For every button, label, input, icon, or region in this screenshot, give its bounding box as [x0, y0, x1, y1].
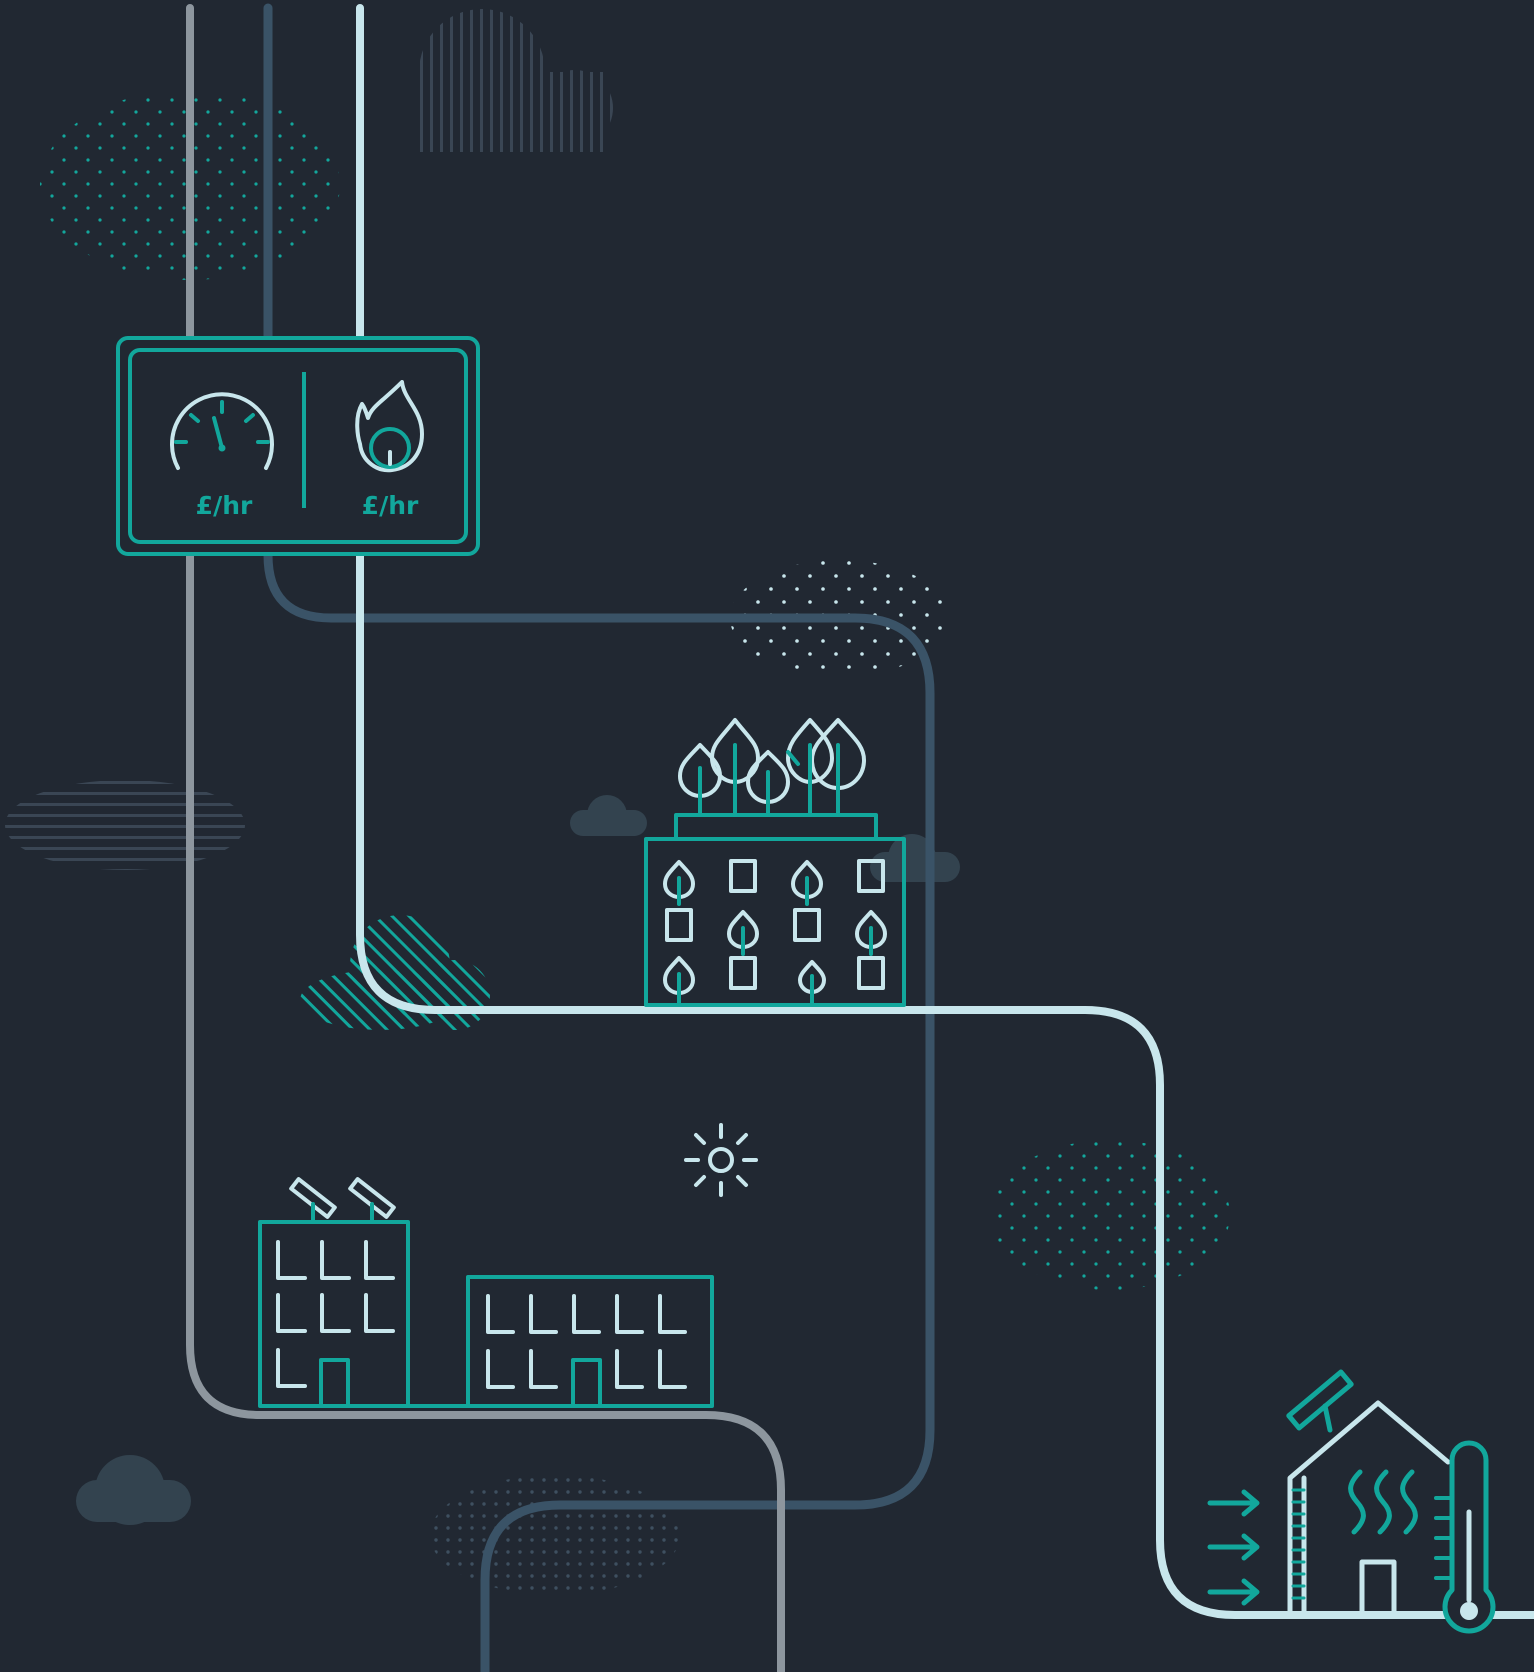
electricity-rate-label: £/hr	[196, 491, 253, 520]
dot-patch-bottom	[430, 1475, 680, 1595]
striped-cloud-top	[415, 9, 613, 152]
office-windows	[278, 1242, 685, 1387]
dot-patch-right	[990, 1140, 1230, 1290]
building-windows	[665, 861, 885, 993]
striped-cloud-left	[5, 780, 245, 870]
thermometer-icon	[1436, 1443, 1493, 1631]
solar-panel-icon	[1289, 1372, 1351, 1430]
house-door	[1362, 1562, 1394, 1614]
cloud-small-middle	[570, 795, 647, 836]
house-outline	[1290, 1403, 1448, 1613]
inflow-arrows	[1210, 1492, 1257, 1603]
gas-rate-label: £/hr	[362, 491, 419, 520]
solar-panel-icon	[291, 1179, 394, 1217]
heat-pump-house	[1210, 1372, 1493, 1631]
sun-icon	[686, 1125, 756, 1195]
heat-waves-icon	[1351, 1472, 1416, 1532]
smart-meter: £/hr £/hr	[118, 338, 478, 554]
cloud-bottom-left	[76, 1455, 191, 1525]
green-building	[646, 720, 904, 1005]
light-line	[360, 8, 1534, 1615]
window-trunks	[679, 878, 871, 1003]
solar-office-buildings	[260, 1179, 712, 1406]
